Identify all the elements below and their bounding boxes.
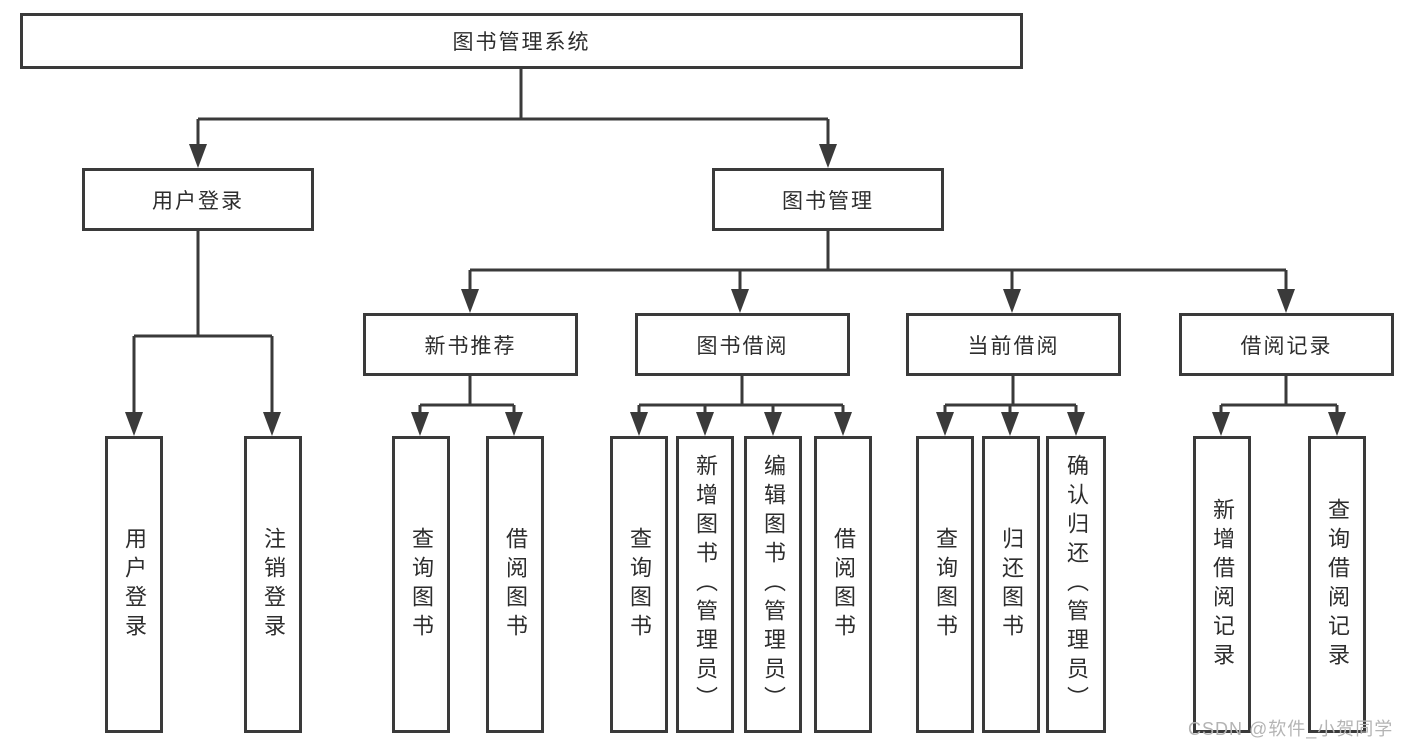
- node-root: 图书管理系统: [20, 13, 1023, 69]
- node-borrow-records: 借阅记录: [1179, 313, 1394, 376]
- node-book-borrow-label: 图书借阅: [696, 334, 789, 358]
- leaf-user-login: 用户登录: [105, 436, 163, 733]
- leaf-return-books-label: 归还图书: [999, 526, 1024, 643]
- leaf-query-books-3: 查询图书: [916, 436, 974, 733]
- leaf-query-borrow-record-label: 查询借阅记录: [1325, 497, 1350, 672]
- node-book-management: 图书管理: [712, 168, 944, 231]
- leaf-user-login-label: 用户登录: [122, 526, 147, 643]
- leaf-return-books: 归还图书: [982, 436, 1040, 733]
- leaf-query-books-1: 查询图书: [392, 436, 450, 733]
- node-user-login: 用户登录: [82, 168, 314, 231]
- leaf-borrow-books-1-label: 借阅图书: [503, 526, 528, 643]
- node-book-management-label: 图书管理: [782, 189, 874, 213]
- leaf-query-borrow-record: 查询借阅记录: [1308, 436, 1366, 733]
- leaf-add-borrow-record-label: 新增借阅记录: [1210, 497, 1235, 672]
- leaf-query-books-1-label: 查询图书: [409, 526, 434, 643]
- node-current-borrow: 当前借阅: [906, 313, 1121, 376]
- leaf-logout: 注销登录: [244, 436, 302, 733]
- leaf-query-books-2-label: 查询图书: [627, 526, 652, 643]
- node-root-label: 图书管理系统: [452, 31, 591, 54]
- leaf-borrow-books-1: 借阅图书: [486, 436, 544, 733]
- leaf-borrow-books-2-label: 借阅图书: [831, 526, 856, 643]
- leaf-borrow-books-2: 借阅图书: [814, 436, 872, 733]
- leaf-edit-books-admin: 编辑图书（管理员）: [744, 436, 802, 733]
- node-current-borrow-label: 当前借阅: [967, 334, 1060, 358]
- node-user-login-label: 用户登录: [152, 189, 244, 213]
- leaf-query-books-3-label: 查询图书: [933, 526, 958, 643]
- node-borrow-records-label: 借阅记录: [1240, 334, 1333, 358]
- leaf-logout-label: 注销登录: [261, 526, 286, 643]
- csdn-watermark: CSDN @软件_小贺同学: [1188, 719, 1394, 739]
- leaf-edit-books-admin-label: 编辑图书（管理员）: [761, 454, 786, 715]
- leaf-query-books-2: 查询图书: [610, 436, 668, 733]
- leaf-add-books-admin: 新增图书（管理员）: [676, 436, 734, 733]
- node-book-borrow: 图书借阅: [635, 313, 850, 376]
- node-new-book-recommend: 新书推荐: [363, 313, 578, 376]
- leaf-add-borrow-record: 新增借阅记录: [1193, 436, 1251, 733]
- node-new-book-recommend-label: 新书推荐: [424, 334, 517, 358]
- leaf-confirm-return-admin-label: 确认归还（管理员）: [1064, 454, 1089, 715]
- leaf-add-books-admin-label: 新增图书（管理员）: [693, 454, 718, 715]
- leaf-confirm-return-admin: 确认归还（管理员）: [1046, 436, 1106, 733]
